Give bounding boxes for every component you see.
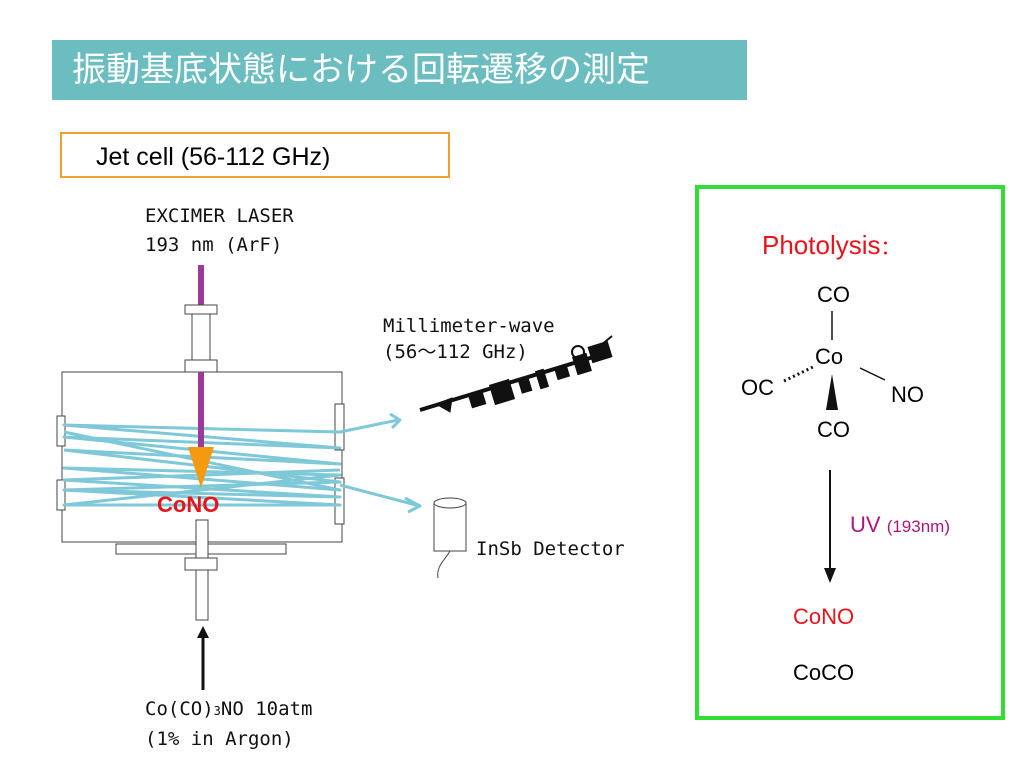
millimeter-wave-beams [62,412,422,514]
detector-label: InSb Detector [476,538,625,560]
cell-product-label: CoNO [157,492,220,517]
sample-label-line1: Co(CO)3NO 10atm [145,698,313,720]
reaction-arrowhead [824,568,836,583]
sample-flow-arrowhead [197,626,209,638]
bond-bottom-wedge [826,374,838,410]
ligand-top-co: CO [817,282,850,307]
ligand-right-no: NO [891,382,924,407]
metal-center-co: Co [815,344,844,369]
millimeter-wave-label-line2: (56～112 GHz) [383,341,528,363]
beam-path-3 [62,430,342,507]
ligand-bottom-co: CO [817,417,850,442]
left-mirror-lower [56,479,66,511]
photolysis-heading: Photolysis： [762,230,901,260]
product-cono: CoNO [793,604,855,629]
page-title: 振動基底状態における回転遷移の測定 [72,50,650,90]
sample-label-line2: (1% in Argon) [145,728,294,750]
right-mirror-lower [334,477,345,525]
title-bar: 振動基底状態における回転遷移の測定 [52,40,747,100]
laser-port-flange [184,304,218,315]
laser-focus-cone [188,447,214,488]
beam-arrow-in [389,412,402,430]
laser-label-line2: 193 nm (ArF) [145,234,283,256]
beam-path-4 [339,483,421,508]
ligand-left-oc: OC [741,375,774,400]
right-mirror-upper [334,403,345,451]
photolysis-panel [695,185,1005,720]
product-coco: CoCO [793,660,855,685]
jet-cell-label-box: Jet cell (56-112 GHz) [60,132,450,178]
beam-path-2 [62,448,342,499]
millimeter-wave-label-line1: Millimeter-wave [383,315,555,337]
laser-label-line1: EXCIMER LASER [145,205,294,227]
bond-right [859,367,886,381]
beam-arrow-out [404,496,422,514]
millimeter-wave-source [419,335,613,413]
jet-cell-label: Jet cell (56-112 GHz) [96,143,331,171]
bond-left-dashed [783,364,816,383]
nozzle-tube-lower [195,569,209,621]
beam-path-1 [62,418,399,466]
uv-label: UV (193nm) [850,512,950,537]
insb-detector [433,497,467,579]
